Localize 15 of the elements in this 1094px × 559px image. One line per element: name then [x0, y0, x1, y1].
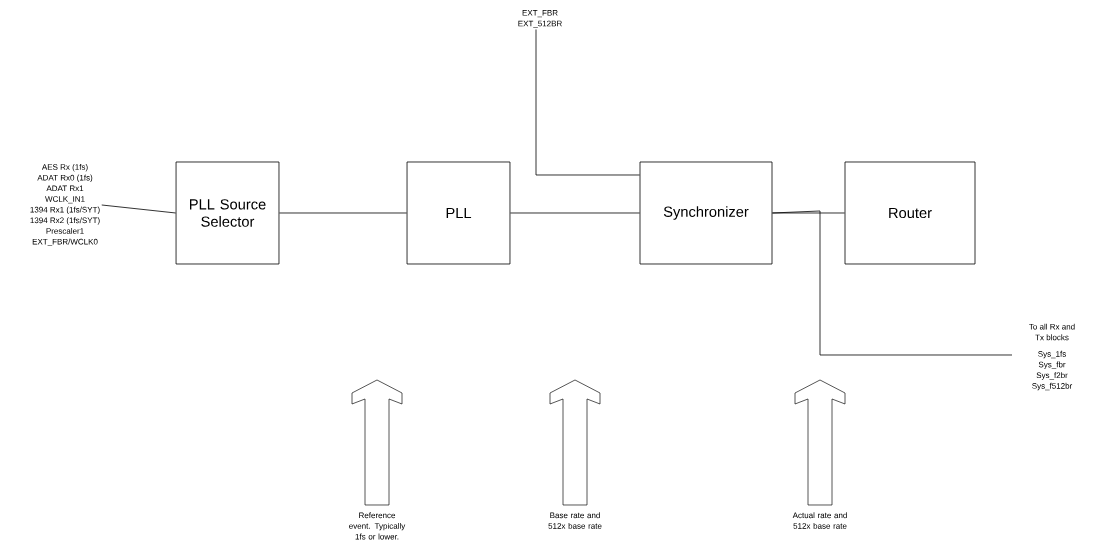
caption-text: Reference event. Typically 1fs or lower. [349, 512, 406, 540]
process-box: PLL [406, 161, 511, 265]
signal-list: To all Rx and Tx blocks Sys_1fs Sys_fbr Sys_f2br Sys_f512br [1029, 323, 1075, 391]
caption-text: Base rate and 512x base rate [548, 512, 602, 529]
connector-line [535, 29, 640, 176]
signal-list: AES Rx (1fs) ADAT Rx0 (1fs) ADAT Rx1 WCLK_IN1 1394 Rx1 (1fs/SYT) 1394 Rx2 (1fs/SYT) Prescaler1 EXT_FBR/WCLK0 [30, 163, 100, 246]
caption-text: Actual rate and 512x base rate [792, 512, 847, 529]
connector-line [510, 212, 640, 214]
connector-line [772, 210, 1013, 356]
process-box: PLL Source Selector [175, 161, 280, 265]
connector-line [101, 204, 177, 214]
process-box: Router [844, 161, 976, 265]
process-box: Synchronizer [639, 161, 773, 265]
connector-line [279, 212, 408, 214]
signal-list: EXT_FBR EXT_512BR [518, 10, 562, 28]
